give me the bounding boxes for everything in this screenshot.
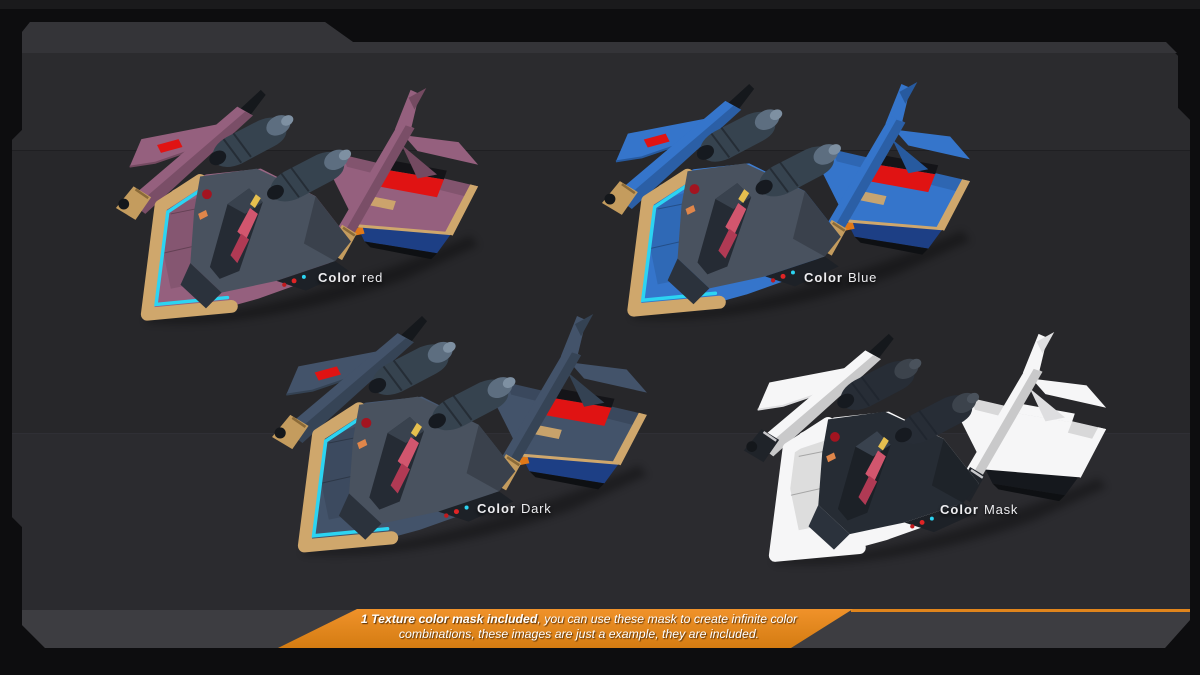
label-value: Mask (983, 502, 1019, 517)
label-color-mask: Color Mask (940, 502, 1018, 517)
label-prefix: Color (940, 502, 979, 517)
label-prefix: Color (804, 270, 843, 285)
label-prefix: Color (477, 501, 516, 516)
banner-caption-bold: 1 Texture color mask included (360, 612, 538, 626)
label-color-dark: Color Dark (477, 501, 552, 516)
ship-render-dark (268, 312, 653, 564)
label-color-blue: Color Blue (804, 270, 877, 285)
top-band (22, 22, 1177, 53)
label-value: Dark (520, 501, 552, 516)
ship-render-red (112, 86, 484, 332)
label-value: red (361, 270, 384, 285)
top-strip (0, 0, 1200, 9)
banner-caption-rest: , you can use these mask to create infin… (398, 612, 798, 641)
banner-accent-line (851, 609, 1190, 612)
label-color-red: Color red (318, 270, 383, 285)
ship-render-blue (598, 80, 976, 328)
label-prefix: Color (318, 270, 357, 285)
banner-ribbon (278, 609, 853, 648)
ship-render-mask (740, 330, 1112, 573)
banner-caption: 1 Texture color mask included, you can u… (344, 612, 814, 642)
label-value: Blue (847, 270, 878, 285)
